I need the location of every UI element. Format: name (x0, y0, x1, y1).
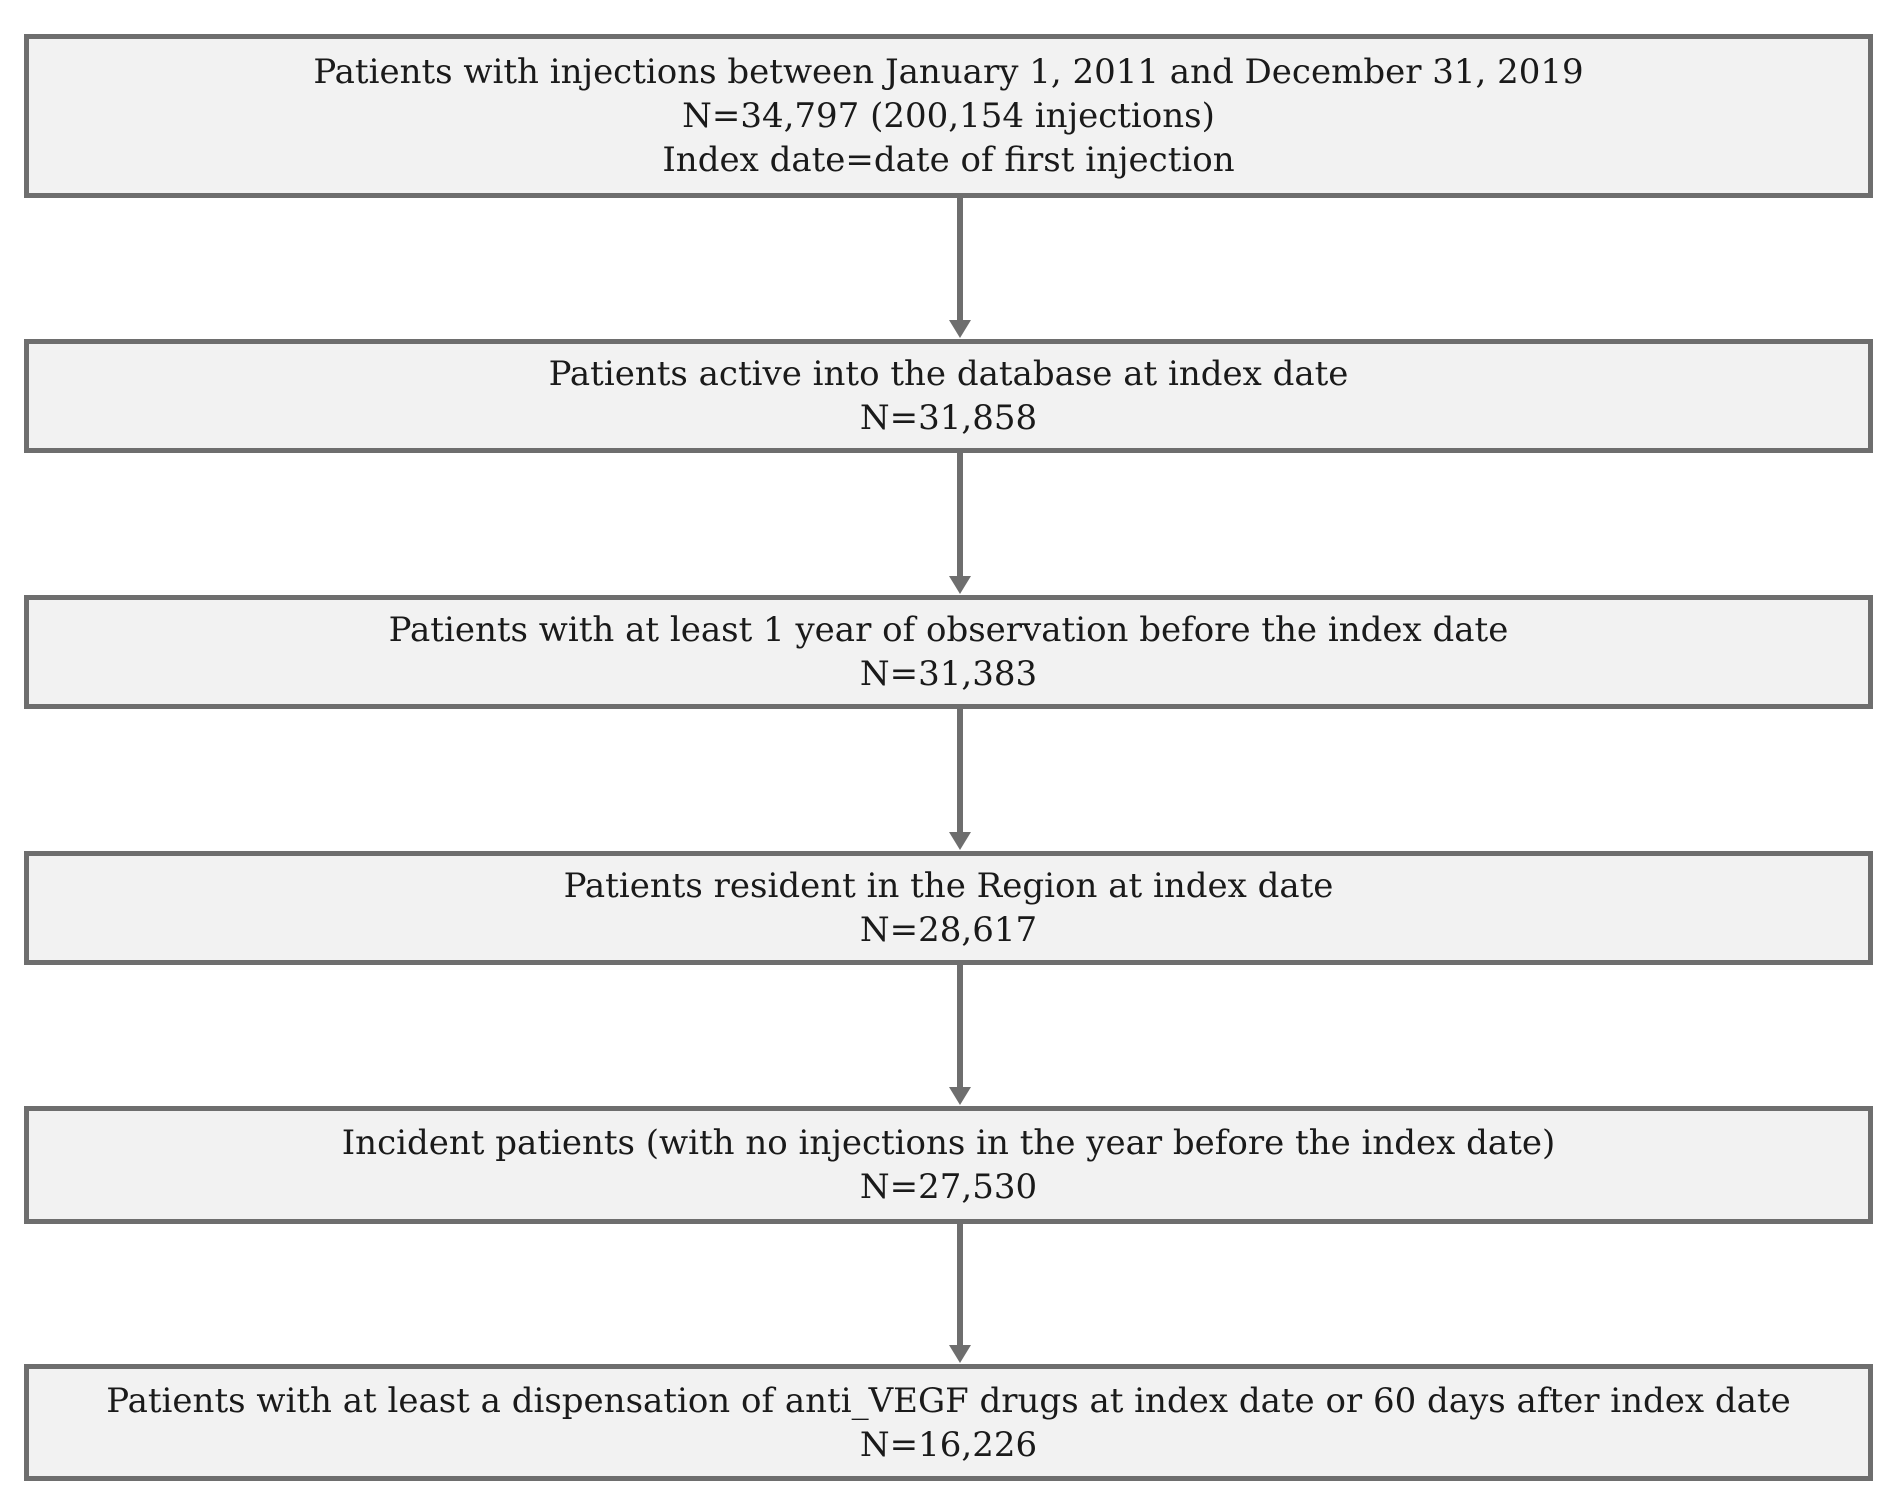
box-2-count: N=31,858 (859, 398, 1038, 438)
box-all-injection-patients: Patients with injections between January… (24, 34, 1873, 198)
box-6-count: N=16,226 (859, 1424, 1038, 1465)
box-incident-patients: Incident patients (with no injections in… (24, 1106, 1873, 1224)
box-6-description: Patients with at least a dispensation of… (106, 1380, 1791, 1421)
box-3-count: N=31,383 (859, 654, 1038, 694)
box-3-description: Patients with at least 1 year of observa… (388, 610, 1509, 650)
box-1-description: Patients with injections between January… (313, 52, 1584, 92)
box-resident-in-region: Patients resident in the Region at index… (24, 851, 1873, 965)
box-anti-vegf-dispensation: Patients with at least a dispensation of… (24, 1364, 1873, 1481)
arrow-3-to-4 (949, 709, 971, 850)
box-1-count: N=34,797 (200,154 injections) (682, 96, 1215, 136)
box-1-index-date: Index date=date of first injection (662, 140, 1235, 180)
box-4-count: N=28,617 (859, 910, 1038, 950)
arrow-5-to-6 (949, 1224, 971, 1363)
box-5-count: N=27,530 (859, 1167, 1038, 1207)
box-5-description: Incident patients (with no injections in… (341, 1123, 1556, 1163)
box-4-description: Patients resident in the Region at index… (563, 866, 1334, 906)
box-2-description: Patients active into the database at ind… (548, 354, 1349, 394)
arrow-1-to-2 (949, 198, 971, 338)
box-one-year-observation: Patients with at least 1 year of observa… (24, 595, 1873, 709)
arrow-2-to-3 (949, 453, 971, 594)
arrow-4-to-5 (949, 965, 971, 1105)
box-active-in-database: Patients active into the database at ind… (24, 339, 1873, 453)
